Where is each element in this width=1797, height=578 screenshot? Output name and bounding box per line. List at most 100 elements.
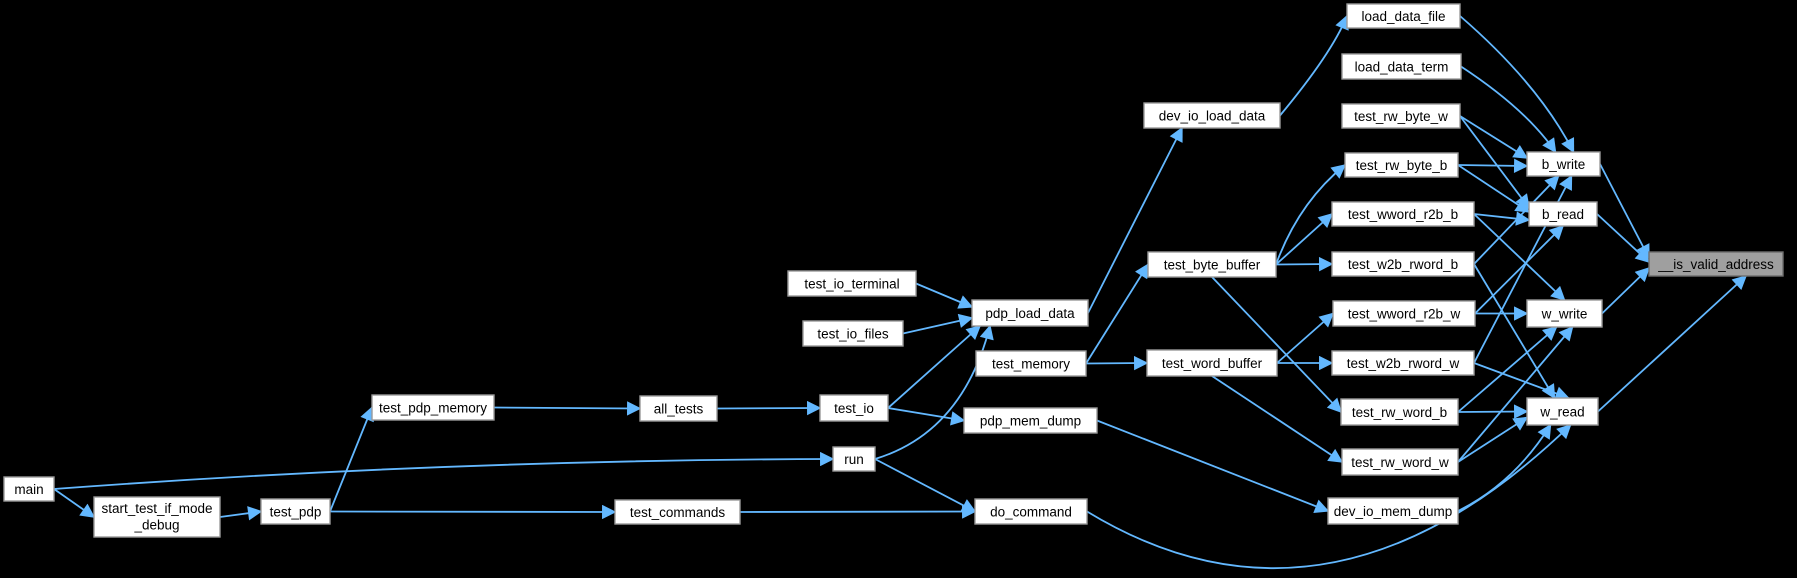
node-label-test_pdp_memory: test_pdp_memory [379,400,487,415]
node-box-test_wword_r2b_w[interactable] [1332,300,1476,327]
node-test_word_buffer[interactable]: test_word_buffer [1146,349,1278,377]
edge-test_w2b_rword_b-to-b_write [1473,174,1560,265]
node-pdp_load_data[interactable]: pdp_load_data [971,299,1089,327]
edge-test_byte_buffer-to-test_wword_r2b_b [1275,213,1334,266]
nodes-layer: main start_test_if_mode_debug test_pdp test… [3,3,1784,538]
node-main[interactable]: main [3,476,55,502]
node-test_w2b_rword_b[interactable]: test_w2b_rword_b [1331,251,1475,277]
node-w_write[interactable]: w_write [1526,299,1603,328]
edge-test_byte_buffer-to-test_rw_word_b [1211,276,1342,414]
node-box-test_commands[interactable] [614,499,741,525]
node-box-test_io[interactable] [819,394,889,422]
node-label-is_valid_address: __is_valid_address [1657,257,1774,272]
node-load_data_term[interactable]: load_data_term [1341,53,1462,80]
edge-test_w2b_rword_b-to-w_read [1473,263,1556,400]
node-box-is_valid_address[interactable] [1648,251,1784,277]
node-box-load_data_file[interactable] [1346,3,1461,29]
node-pdp_mem_dump[interactable]: pdp_mem_dump [963,407,1098,434]
node-box-test_pdp[interactable] [260,498,331,525]
node-box-test_pdp_memory[interactable] [371,394,495,421]
node-box-start_test_if_mode_debug[interactable] [93,496,221,538]
node-test_rw_word_b[interactable]: test_rw_word_b [1340,398,1459,426]
edge-main-to-run [53,451,835,490]
node-all_tests[interactable]: all_tests [639,395,718,422]
node-test_w2b_rword_w[interactable]: test_w2b_rword_w [1331,350,1475,376]
node-dev_io_load_data[interactable]: dev_io_load_data [1143,102,1281,129]
node-run[interactable]: run [832,446,876,472]
edge-test_rw_word_b-to-w_write [1457,326,1558,413]
node-box-test_io_files[interactable] [802,320,904,347]
edge-test_rw_byte_b-to-b_read [1457,164,1531,213]
node-box-b_read[interactable] [1528,201,1598,227]
node-box-test_io_terminal[interactable] [787,270,917,297]
node-test_wword_r2b_w[interactable]: test_wword_r2b_w [1332,300,1476,327]
edges-layer [53,14,1748,569]
node-box-pdp_mem_dump[interactable] [963,407,1098,434]
node-label-load_data_term: load_data_term [1355,59,1449,74]
node-test_pdp[interactable]: test_pdp [260,498,331,525]
node-box-do_command[interactable] [974,498,1088,525]
node-box-b_write[interactable] [1526,151,1601,177]
node-load_data_file[interactable]: load_data_file [1346,3,1461,29]
node-box-all_tests[interactable] [639,395,718,422]
node-box-test_memory[interactable] [975,350,1087,377]
node-box-w_read[interactable] [1526,397,1599,426]
edge-test_rw_word_w-to-w_write [1457,325,1574,463]
node-start_test_if_mode_debug[interactable]: start_test_if_mode_debug [93,496,221,538]
node-box-w_write[interactable] [1526,299,1603,328]
node-test_rw_byte_b[interactable]: test_rw_byte_b [1344,152,1459,178]
node-do_command[interactable]: do_command [974,498,1088,525]
node-w_read[interactable]: w_read [1526,397,1599,426]
node-box-test_rw_byte_w[interactable] [1341,103,1461,129]
edge-test_memory-to-test_byte_buffer [1085,263,1149,364]
node-label-test_rw_byte_w: test_rw_byte_w [1354,109,1448,124]
node-test_rw_byte_w[interactable]: test_rw_byte_w [1341,103,1461,129]
node-test_wword_r2b_b[interactable]: test_wword_r2b_b [1331,201,1475,227]
node-b_read[interactable]: b_read [1528,201,1598,227]
node-test_commands[interactable]: test_commands [614,499,741,525]
edge-do_command-to-w_read [1086,424,1572,569]
node-box-dev_io_load_data[interactable] [1143,102,1281,129]
node-test_pdp_memory[interactable]: test_pdp_memory [371,394,495,421]
node-box-dev_io_mem_dump[interactable] [1327,497,1459,525]
edge-test_wword_r2b_b-to-w_write [1473,213,1566,301]
node-box-test_rw_byte_b[interactable] [1344,152,1459,178]
node-label-dev_io_mem_dump: dev_io_mem_dump [1334,504,1453,519]
node-box-test_byte_buffer[interactable] [1147,251,1277,278]
node-box-test_w2b_rword_b[interactable] [1331,251,1475,277]
node-label-start_test_if_mode_debug: start_test_if_mode_debug [101,501,212,533]
edge-pdp_load_data-to-dev_io_load_data [1087,126,1183,314]
node-dev_io_mem_dump[interactable]: dev_io_mem_dump [1327,497,1459,525]
node-test_byte_buffer[interactable]: test_byte_buffer [1147,251,1277,278]
edge-test_w2b_rword_w-to-b_write [1473,174,1573,364]
node-label-test_rw_byte_b: test_rw_byte_b [1356,158,1448,173]
node-test_rw_word_w[interactable]: test_rw_word_w [1341,448,1459,476]
node-box-run[interactable] [832,446,876,472]
node-is_valid_address[interactable]: __is_valid_address [1648,251,1784,277]
node-box-test_word_buffer[interactable] [1146,349,1278,377]
node-box-pdp_load_data[interactable] [971,299,1089,327]
node-label-b_write: b_write [1542,157,1586,172]
edge-dev_io_load_data-to-load_data_file [1279,14,1349,117]
node-box-load_data_term[interactable] [1341,53,1462,80]
node-box-test_wword_r2b_b[interactable] [1331,201,1475,227]
node-box-test_w2b_rword_w[interactable] [1331,350,1475,376]
node-label-b_read: b_read [1542,207,1584,222]
node-test_io_terminal[interactable]: test_io_terminal [787,270,917,297]
node-test_memory[interactable]: test_memory [975,350,1087,377]
node-b_write[interactable]: b_write [1526,151,1601,177]
edge-test_rw_byte_w-to-b_read [1459,115,1530,210]
node-box-test_rw_word_w[interactable] [1341,448,1459,476]
node-test_io_files[interactable]: test_io_files [802,320,904,347]
edge-start_test_if_mode_debug-to-test_pdp [219,506,263,521]
node-label-test_pdp: test_pdp [270,504,322,519]
node-box-main[interactable] [3,476,55,502]
edge-run-to-do_command [874,458,977,513]
edge-pdp_mem_dump-to-dev_io_mem_dump [1096,419,1330,513]
node-box-test_rw_word_b[interactable] [1340,398,1459,426]
node-test_io[interactable]: test_io [819,394,889,422]
edge-w_write-to-is_valid_address [1601,266,1651,315]
edge-test_wword_r2b_w-to-b_read [1474,224,1565,315]
